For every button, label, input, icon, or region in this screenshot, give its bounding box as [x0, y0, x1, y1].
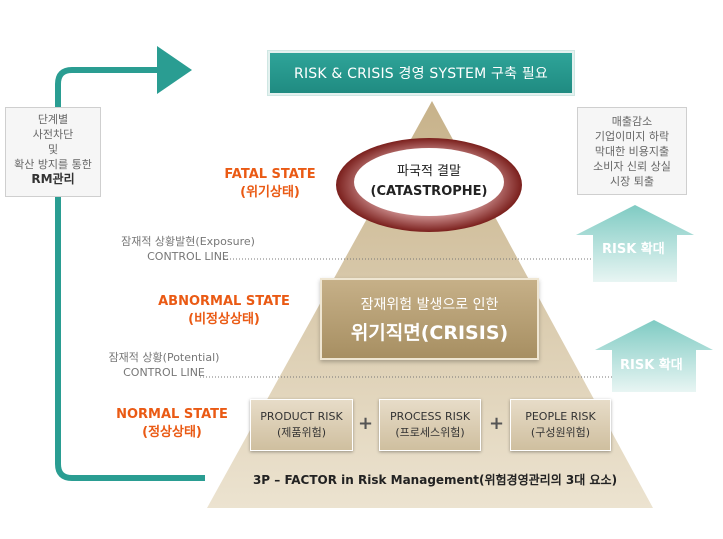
abnormal-state-label: ABNORMAL STATE (비정상상태) [148, 293, 300, 329]
factor-people-risk: PEOPLE RISK (구성원위험) [510, 399, 611, 451]
risk-arrow-upper [576, 205, 694, 282]
right-box-line: 막대한 비용지출 [594, 145, 670, 158]
factor-kr: (프로세스위험) [395, 426, 465, 439]
factor-name: PEOPLE RISK [525, 410, 596, 423]
normal-state-label: NORMAL STATE (정상상태) [108, 406, 236, 442]
catastrophe-text: 파국적 결말 (CATASTROPHE) [354, 162, 504, 202]
right-box-line: 소비자 신뢰 상실 [593, 160, 671, 173]
risk-arrow-label-upper: RISK 확대 [602, 242, 665, 257]
exposure-control-label: 잠재적 상황발현(Exposure) CONTROL LINE [98, 234, 278, 264]
plus-sign: + [489, 413, 505, 434]
left-box-line: 및 [47, 143, 59, 156]
left-box-line: 단계별 [37, 113, 69, 126]
fatal-state-en: FATAL STATE [224, 167, 316, 182]
potential-control-label: 잠재적 상황(Potential) CONTROL LINE [80, 350, 248, 380]
factor-name: PRODUCT RISK [260, 410, 343, 423]
left-box-line: 사전차단 [32, 128, 74, 141]
exposure-label: 잠재적 상황발현(Exposure) [121, 235, 255, 248]
crisis-box: 잠재위험 발생으로 인한 위기직면(CRISIS) [320, 278, 539, 360]
catastrophe-line1: 파국적 결말 [397, 164, 461, 179]
factor-kr: (구성원위험) [530, 426, 591, 439]
consequences-box: 매출감소 기업이미지 하락 막대한 비용지출 소비자 신뢰 상실 시장 퇴출 [577, 107, 687, 195]
left-box-line: 확산 방지를 통한 [14, 158, 92, 171]
factor-product-risk: PRODUCT RISK (제품위험) [250, 399, 353, 451]
right-box-line: 기업이미지 하락 [594, 130, 670, 143]
factor-kr: (제품위험) [276, 426, 327, 439]
factor-process-risk: PROCESS RISK (프로세스위험) [379, 399, 481, 451]
risk-arrow-lower [595, 320, 713, 392]
abnormal-state-en: ABNORMAL STATE [158, 294, 290, 309]
potential-line-label: CONTROL LINE [123, 366, 205, 379]
fatal-state-kr: (위기상태) [240, 185, 300, 200]
normal-state-kr: (정상상태) [142, 425, 202, 440]
crisis-line2: 위기직면(CRISIS) [350, 322, 509, 344]
factor-name: PROCESS RISK [389, 410, 471, 423]
plus-sign: + [358, 413, 374, 434]
feedback-arrow-line [55, 67, 205, 481]
system-banner: RISK & CRISIS 경영 SYSTEM 구축 필요 [267, 50, 575, 96]
risk-arrow-label-lower: RISK 확대 [620, 358, 683, 373]
right-box-line: 매출감소 [611, 115, 653, 128]
rm-management-box: 단계별 사전차단 및 확산 방지를 통한 RM관리 [5, 107, 101, 197]
abnormal-state-kr: (비정상상태) [188, 312, 260, 327]
left-box-emphasis: RM관리 [31, 172, 75, 186]
crisis-line1: 잠재위험 발생으로 인한 [360, 297, 499, 313]
normal-state-en: NORMAL STATE [116, 407, 228, 422]
footer-caption: 3P – FACTOR in Risk Management(위험경영관리의 3… [252, 473, 618, 487]
catastrophe-core [354, 148, 504, 216]
catastrophe-line2: (CATASTROPHE) [370, 184, 488, 199]
feedback-arrow-head [157, 46, 192, 94]
fatal-state-label: FATAL STATE (위기상태) [210, 166, 330, 202]
exposure-line-label: CONTROL LINE [147, 250, 229, 263]
potential-label: 잠재적 상황(Potential) [108, 351, 220, 364]
right-box-line: 시장 퇴출 [610, 175, 654, 188]
